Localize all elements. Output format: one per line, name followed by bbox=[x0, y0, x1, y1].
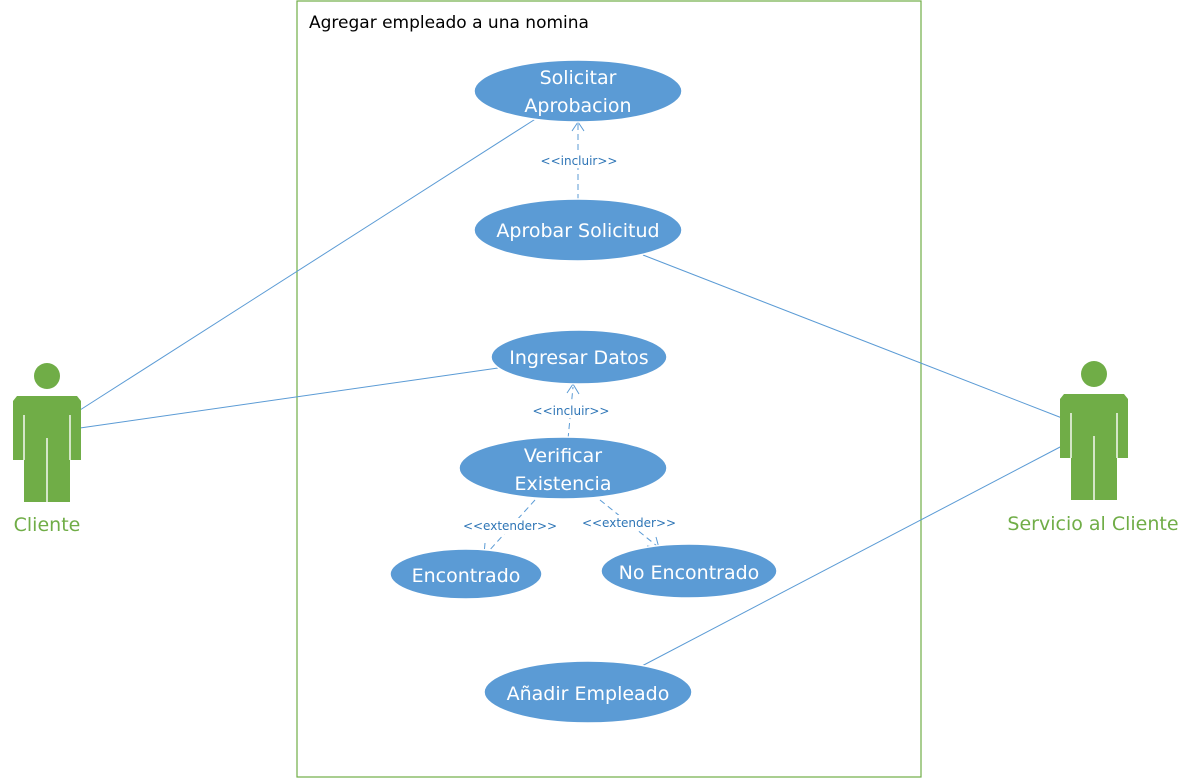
include-relation-aprobar-solicitar: <<incluir>> bbox=[540, 121, 618, 200]
actor-head bbox=[1081, 361, 1107, 387]
use-case-label: No Encontrado bbox=[619, 562, 760, 584]
use-case-ellipse bbox=[600, 543, 778, 599]
association-cliente-ingresar bbox=[79, 367, 499, 429]
actor-head bbox=[34, 363, 60, 389]
use-case-no-encontrado[interactable]: No Encontrado bbox=[600, 543, 778, 599]
use-case-ellipse bbox=[473, 198, 683, 262]
use-case-anadir-empleado[interactable]: Añadir Empleado bbox=[483, 660, 693, 724]
use-case-aprobar-solicitud[interactable]: Aprobar Solicitud bbox=[473, 198, 683, 262]
use-case-label: Ingresar Datos bbox=[509, 347, 648, 369]
extend-line-2 bbox=[599, 499, 658, 547]
use-case-ellipse bbox=[458, 436, 668, 500]
association-servicio-aprobar bbox=[642, 254, 1063, 419]
use-case-ellipse bbox=[389, 548, 543, 600]
use-case-encontrado[interactable]: Encontrado bbox=[389, 548, 543, 600]
actor-cliente[interactable]: Cliente bbox=[13, 363, 81, 536]
system-title: Agregar empleado a una nomina bbox=[309, 13, 589, 33]
actor-label: Cliente bbox=[14, 514, 81, 536]
stereotype-bg-4 bbox=[581, 515, 677, 531]
use-case-ingresar-datos[interactable]: Ingresar Datos bbox=[490, 329, 668, 385]
use-case-ellipse bbox=[490, 329, 668, 385]
actor-label: Servicio al Cliente bbox=[1007, 513, 1178, 535]
use-case-label-line1: Verificar bbox=[524, 445, 602, 467]
use-case-ellipse bbox=[473, 59, 683, 123]
stereotype-extender-2: <<extender>> bbox=[582, 516, 676, 530]
use-case-solicitar-aprobacion[interactable]: Solicitar Aprobacion bbox=[473, 59, 683, 123]
use-case-label: Encontrado bbox=[412, 565, 521, 587]
extend-relation-encontrado: <<extender>> bbox=[462, 499, 558, 556]
use-case-label-line2: Existencia bbox=[515, 473, 612, 495]
use-case-verificar-existencia[interactable]: Verificar Existencia bbox=[458, 436, 668, 500]
include-relation-verificar-ingresar: <<incluir>> bbox=[532, 383, 610, 440]
use-case-label: Añadir Empleado bbox=[507, 683, 670, 705]
use-case-label: Aprobar Solicitud bbox=[496, 220, 659, 242]
stereotype-incluir-1: <<incluir>> bbox=[541, 154, 618, 168]
stereotype-bg-1 bbox=[540, 152, 618, 168]
system-boundary-rect bbox=[296, 0, 922, 778]
actor-person-icon bbox=[13, 363, 81, 502]
actor-person-icon bbox=[1060, 361, 1128, 500]
use-case-label-line1: Solicitar bbox=[540, 67, 617, 89]
stereotype-incluir-2: <<incluir>> bbox=[533, 404, 610, 418]
use-case-label-line2: Aprobacion bbox=[524, 95, 631, 117]
association-servicio-anadir bbox=[639, 445, 1063, 668]
system-boundary: Agregar empleado a una nomina bbox=[296, 0, 922, 778]
stereotype-bg-3 bbox=[462, 518, 558, 534]
association-cliente-solicitar bbox=[79, 117, 538, 411]
use-case-ellipse bbox=[483, 660, 693, 724]
extend-relation-no-encontrado: <<extender>> bbox=[581, 499, 677, 549]
stereotype-extender-1: <<extender>> bbox=[463, 519, 557, 533]
include-line-2 bbox=[567, 386, 574, 440]
actor-servicio-al-cliente[interactable]: Servicio al Cliente bbox=[1007, 361, 1179, 535]
stereotype-bg-2 bbox=[532, 402, 610, 418]
